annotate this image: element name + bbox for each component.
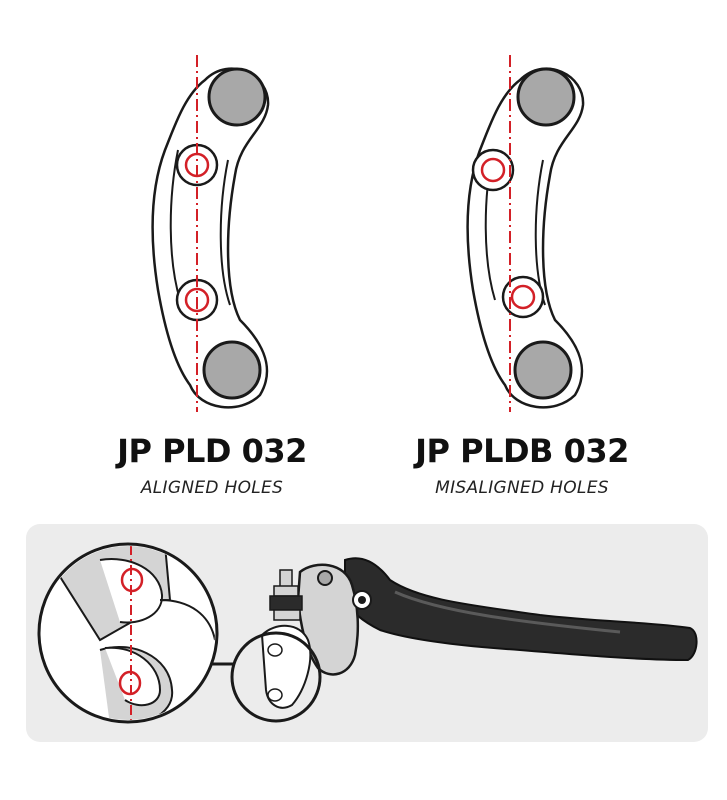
left-top-bore (207, 67, 267, 127)
left-caption: JP PLD 032 ALIGNED HOLES (62, 432, 362, 498)
zoom-detail (37, 542, 219, 724)
small-detail-circle (230, 631, 322, 723)
left-product-name: JP PLD 032 (117, 432, 307, 470)
assembly-panel (26, 524, 708, 742)
right-caption: JP PLDB 032 MISALIGNED HOLES (372, 432, 672, 498)
right-lower-hole (510, 284, 536, 310)
right-bottom-bore (513, 340, 573, 400)
brake-lever (344, 557, 698, 662)
left-lower-hole (184, 287, 210, 313)
left-product-subtitle: ALIGNED HOLES (140, 478, 284, 498)
left-bottom-bore (202, 340, 262, 400)
banjo-fitting (269, 569, 303, 621)
right-product-subtitle: MISALIGNED HOLES (435, 478, 609, 498)
right-upper-hole (480, 157, 506, 183)
right-product-name: JP PLDB 032 (415, 432, 629, 470)
right-clamp (466, 55, 585, 412)
left-clamp (151, 55, 270, 412)
right-top-bore (516, 67, 576, 127)
